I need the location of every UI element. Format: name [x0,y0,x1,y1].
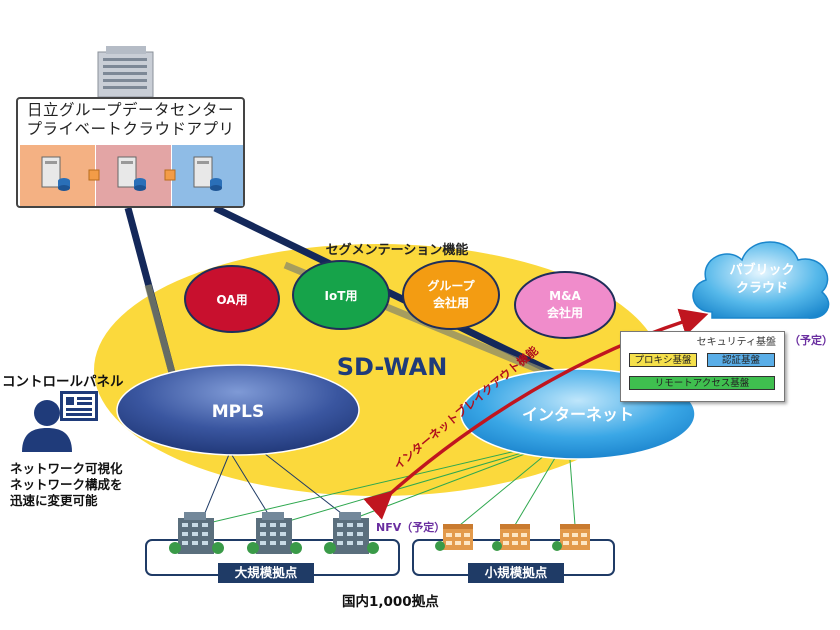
admin-person-icon [22,400,72,452]
segment-iot-label: IoT用 [325,289,358,303]
large-site-building-icon [324,512,379,554]
server-icon [193,156,222,191]
segment-oa-label: OA用 [216,293,247,307]
small-site-building-icon [492,524,530,551]
total-sites-label: 国内1,000拠点 [342,594,439,610]
connector-icon [88,169,100,181]
security-title: セキュリティ基盤 [696,337,776,348]
segment-ma-label-2: 会社用 [547,305,583,320]
mpls-label: MPLS [212,402,264,422]
control-panel-description: ネットワーク可視化 ネットワーク構成を 迅速に変更可能 [10,461,123,509]
auth-chip: 認証基盤 [707,353,775,367]
segment-ma: M&A 会社用 [514,271,616,339]
segmentation-title: セグメンテーション機能 [326,242,469,258]
control-panel-desc-line1: ネットワーク可視化 [10,461,123,476]
large-site-label: 大規模拠点 [218,563,314,583]
internet-label: インターネット [522,405,634,424]
small-site-building-icon [435,524,473,551]
sdwan-label: SD-WAN [337,353,448,381]
public-cloud-label-2: クラウド [736,281,788,296]
segment-iot: IoT用 [292,260,390,330]
segment-group-label-2: 会社用 [433,295,469,310]
public-cloud: パブリック クラウド [692,241,830,319]
nfv-label: NFV（予定） [376,520,445,534]
security-infrastructure-box: セキュリティ基盤 プロキシ基盤 認証基盤 リモートアクセス基盤 [620,331,785,402]
remote-access-chip: リモートアクセス基盤 [629,376,775,390]
segment-group-label-1: グループ [427,278,475,293]
datacenter-title-line1: 日立グループデータセンター [26,101,235,119]
control-panel-desc-line3: 迅速に変更可能 [10,493,98,508]
mpls-network: MPLS [116,364,360,456]
datacenter-title-line2: プライベートクラウドアプリ [26,120,235,138]
segment-oa: OA用 [184,265,280,333]
datacenter-title: 日立グループデータセンター プライベートクラウドアプリ [18,101,243,139]
proxy-chip: プロキシ基盤 [629,353,697,367]
control-panel-title: コントロールパネル [2,374,124,390]
server-icon [41,156,70,191]
server-icon [117,156,146,191]
datacenter-building-icon [97,46,154,98]
small-site-label: 小規模拠点 [468,563,564,583]
segment-ma-label-1: M&A [549,289,581,303]
connector-icon [164,169,176,181]
control-panel-desc-line2: ネットワーク構成を [10,477,123,492]
public-cloud-label-1: パブリック [729,262,794,278]
segment-group: グループ 会社用 [402,260,500,330]
large-site-building-icon [247,512,302,554]
datacenter-box: 日立グループデータセンター プライベートクラウドアプリ [16,97,245,208]
control-panel-screen-icon [60,391,98,421]
datacenter-servers [41,156,222,191]
security-planned-label: （予定） [789,334,833,347]
small-site-building-icon [552,524,590,551]
large-site-building-icon [169,512,224,554]
